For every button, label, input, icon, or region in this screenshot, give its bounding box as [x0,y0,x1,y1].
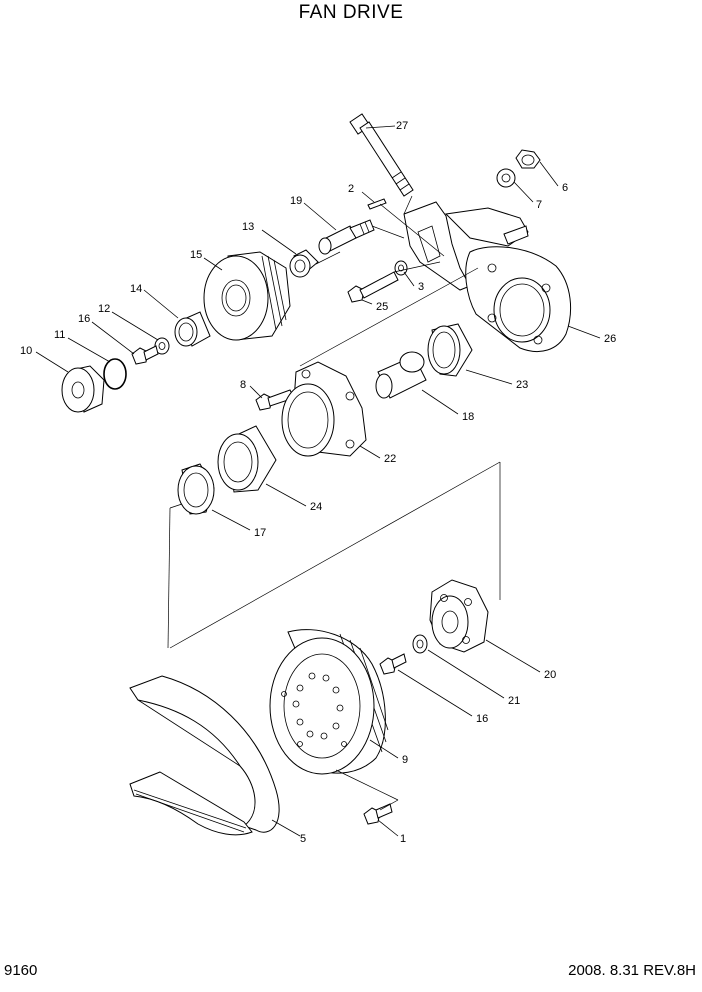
callout-15: 15 [190,249,202,261]
callout-16-lower: 16 [476,713,488,725]
washer-part-7[interactable] [496,168,516,188]
callout-23: 23 [516,379,528,391]
bolt-part-16-upper[interactable] [131,345,159,365]
idler-pulley-part-15[interactable] [203,251,291,341]
leader-lines [35,125,601,837]
callout-2: 2 [348,183,354,195]
sleeve-part-19[interactable] [375,351,427,399]
shaft-part-17[interactable] [318,219,375,255]
callout-17: 19 [290,195,302,207]
callout-18: 17 [254,527,266,539]
callout-1: 1 [400,833,406,845]
bearing-part-24[interactable] [217,425,277,493]
callout-6: 6 [562,182,568,194]
bolt-part-1[interactable] [363,803,393,825]
callout-12: 12 [98,303,110,315]
callout-25: 25 [376,301,388,313]
needle-bearing-part-14[interactable] [174,311,211,347]
callout-13: 13 [242,221,254,233]
bearing-part-13[interactable] [289,249,319,278]
callout-26: 26 [604,333,616,345]
callout-14: 14 [130,283,142,295]
housing-part-22[interactable] [281,361,367,457]
callout-labels: 27 6 7 2 19 13 3 25 26 15 14 12 16 11 10… [20,120,616,845]
seal-part-18[interactable] [177,463,215,515]
bolt-part-27[interactable] [349,113,414,197]
hub-part-20[interactable] [429,579,489,653]
o-ring-part-11[interactable] [103,358,127,390]
washer-part-21[interactable] [412,634,428,654]
bracket-part-26[interactable] [403,201,572,352]
callout-20: 20 [544,669,556,681]
callout-16-upper: 16 [78,313,90,325]
callout-21: 21 [508,695,520,707]
crankshaft-pulley-part-9[interactable] [269,629,389,775]
revision-date: 2008. 8.31 REV.8H [568,962,696,979]
callout-3: 3 [418,281,424,293]
washer-part-3[interactable] [394,260,408,276]
callout-9: 9 [402,754,408,766]
page-title: FAN DRIVE [298,2,404,23]
callout-5: 5 [300,833,306,845]
callout-10: 10 [20,345,32,357]
callout-22: 22 [384,453,396,465]
pin-part-2[interactable] [367,198,387,210]
v-belt-part-5[interactable] [129,675,280,836]
page-number: 9160 [4,962,38,979]
bolt-part-25[interactable] [347,271,399,303]
assembly-reference-lines [167,195,501,811]
callout-19: 18 [462,411,474,423]
bolt-part-16-lower[interactable] [379,653,407,675]
nut-part-6[interactable] [515,149,541,169]
callout-7: 7 [536,199,542,211]
callout-11: 11 [54,329,65,341]
callout-27: 27 [396,120,408,132]
callout-8: 8 [240,379,246,391]
cap-part-10[interactable] [61,365,105,413]
callout-24: 24 [310,501,322,513]
seal-part-23[interactable] [427,323,473,377]
